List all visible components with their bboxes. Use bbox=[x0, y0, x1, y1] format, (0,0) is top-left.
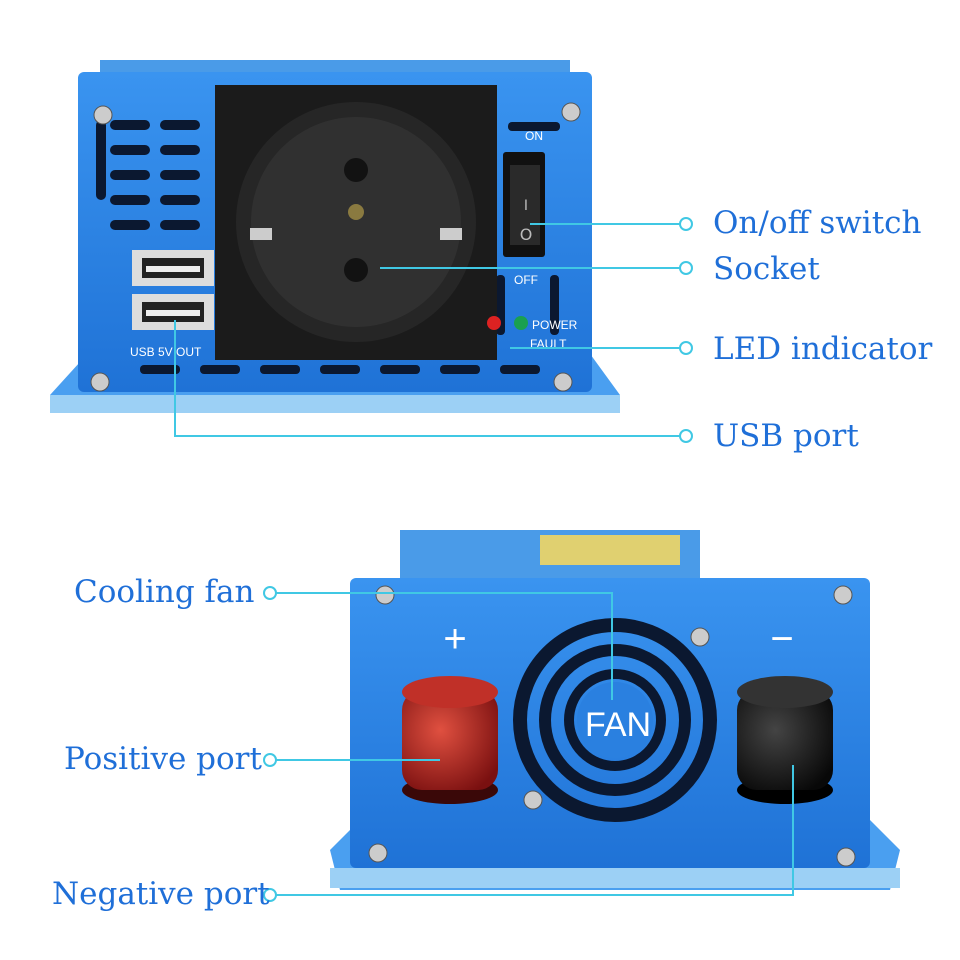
minus-label: − bbox=[770, 617, 793, 661]
on-label: ON bbox=[525, 129, 543, 143]
callout-lines bbox=[174, 217, 794, 902]
callout-usb-port: USB port bbox=[713, 418, 859, 454]
switch-off-mark: O bbox=[520, 225, 533, 244]
usb-out-label: USB 5V OUT bbox=[130, 345, 202, 359]
callout-led-indicator: LED indicator bbox=[713, 331, 933, 367]
switch-on-mark: I bbox=[524, 198, 528, 214]
positive-terminal bbox=[402, 676, 498, 804]
plus-label: + bbox=[443, 617, 466, 661]
screws bbox=[368, 585, 856, 867]
inverter-rear-panel: FAN + − bbox=[330, 530, 900, 890]
callout-negative-port: Negative port bbox=[52, 876, 270, 912]
usb-ports bbox=[132, 250, 214, 330]
off-label: OFF bbox=[514, 273, 538, 287]
inverter-front-panel: ON OFF I O POWER FAULT USB 5V OUT bbox=[50, 60, 620, 413]
callout-on-off-switch: On/off switch bbox=[713, 205, 922, 241]
callout-socket: Socket bbox=[713, 251, 820, 287]
power-led bbox=[514, 316, 528, 330]
callout-positive-port: Positive port bbox=[64, 741, 262, 777]
callout-cooling-fan: Cooling fan bbox=[74, 574, 255, 610]
screws bbox=[90, 102, 581, 392]
fan-label: FAN bbox=[585, 706, 651, 744]
negative-terminal bbox=[737, 676, 833, 804]
fault-led bbox=[487, 316, 501, 330]
power-label: POWER bbox=[532, 318, 578, 332]
fan-grille bbox=[513, 618, 717, 822]
